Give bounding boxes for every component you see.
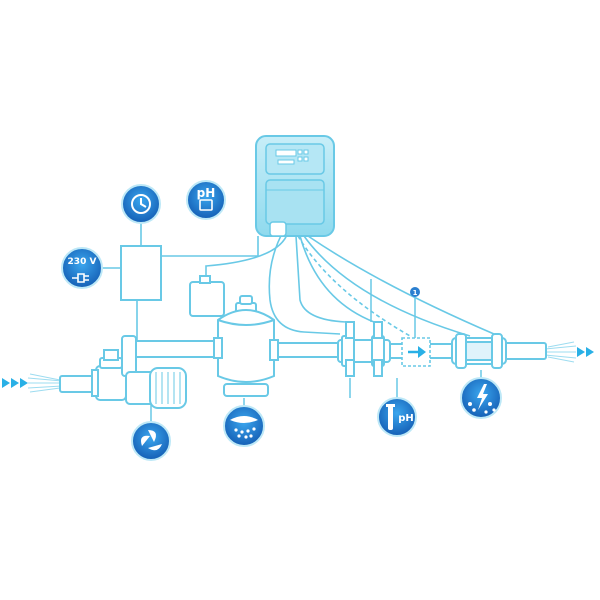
ph-tank-icon — [199, 199, 213, 211]
flow-switch — [401, 337, 431, 367]
ph-container — [189, 275, 225, 317]
ph-probe-icon — [386, 404, 395, 430]
ph-tank-label: pH — [197, 186, 216, 200]
pump-impeller-icon — [141, 430, 162, 451]
clock-badge — [121, 184, 161, 224]
ph-probe-badge: pH — [377, 397, 417, 437]
filter-sediment-icon — [230, 416, 258, 439]
electrolysis-cell — [451, 333, 507, 369]
voltage-label: 230 V — [68, 257, 97, 267]
marker-1: 1 — [410, 287, 420, 338]
outflow-arrows — [577, 347, 594, 357]
marker-number: 1 — [413, 289, 418, 297]
inflow-arrows — [2, 378, 28, 388]
filter-badge — [223, 405, 265, 447]
electrical-panel — [120, 245, 162, 301]
power-plug-icon — [72, 273, 89, 283]
ph-tank-badge: pH — [186, 180, 226, 220]
electrolysis-badge — [460, 377, 502, 419]
sand-filter — [213, 295, 279, 397]
electrolysis-cell-icon — [468, 384, 496, 414]
wiring — [102, 222, 495, 340]
pump-badge — [131, 421, 171, 461]
power-badge: 230 V — [61, 247, 103, 289]
pump — [91, 335, 187, 409]
clock-icon — [131, 194, 151, 214]
inflow-streaks — [27, 373, 63, 393]
ph-probe-label: pH — [398, 413, 414, 424]
outflow-streaks — [544, 341, 577, 363]
controller-unit — [255, 135, 335, 237]
probe-manifold — [337, 321, 391, 377]
